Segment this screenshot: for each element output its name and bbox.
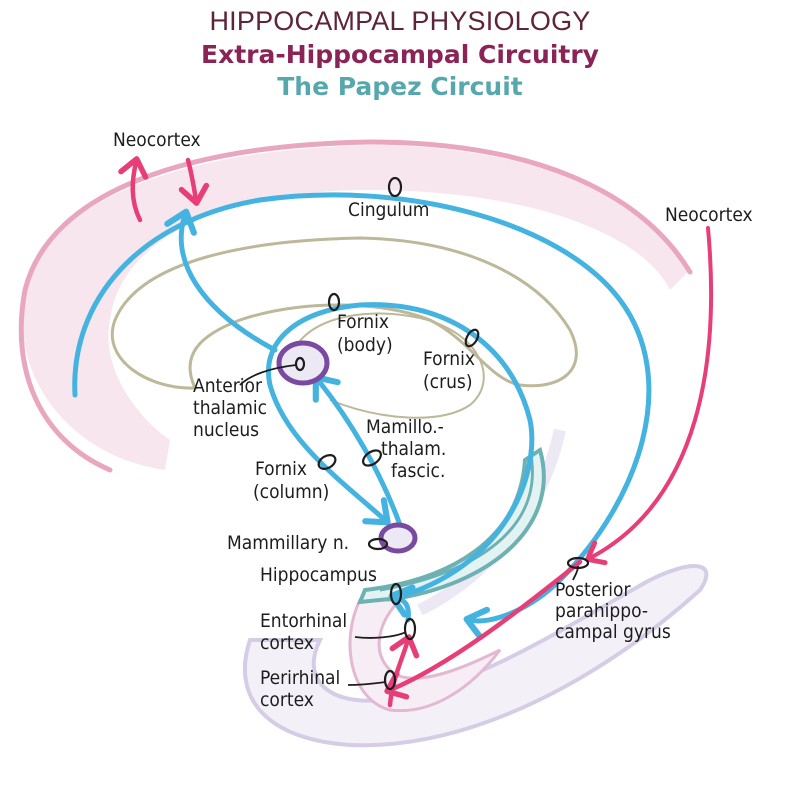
marker-rings <box>294 176 590 691</box>
mammillary-marker <box>367 537 389 551</box>
mamillothalamic-pathway <box>312 374 403 528</box>
cingulate-outline <box>18 139 693 473</box>
parahippocampal-leader <box>572 565 579 581</box>
label-mamillothalamic-fasciculus: Mamillo.-thalam.fascic. <box>366 416 446 482</box>
perirhinal-marker <box>383 669 397 691</box>
neocortex-right-pathway <box>585 226 714 566</box>
label-fornix-column: Fornix(column) <box>253 458 329 503</box>
fornix-column-marker <box>317 454 337 470</box>
neocortex-in-arrow <box>178 157 210 206</box>
fornix-pathway <box>266 302 535 598</box>
anterior-thalamic-leader <box>239 364 297 386</box>
corpus-callosum-outline <box>110 236 578 390</box>
label-cingulum: Cingulum <box>348 199 429 221</box>
entorhinal-leader <box>354 631 407 639</box>
parahippocampal-pathway <box>384 559 583 700</box>
hippocampus-marker <box>389 582 403 606</box>
label-fornix-crus: Fornix(crus) <box>423 348 475 393</box>
cingulum-marker <box>387 176 403 198</box>
neocortex-out-arrow <box>118 156 149 223</box>
perforant-pathway <box>388 584 416 623</box>
perirhinal-to-entorhinal-pathway <box>387 634 420 708</box>
label-hippocampus: Hippocampus <box>260 564 377 586</box>
mamillothalamic-marker <box>362 449 382 467</box>
fornix-inner-outline <box>289 312 485 419</box>
page-subtitle: Extra-Hippocampal Circuitry <box>201 40 599 69</box>
hippocampus-band-line <box>379 449 534 592</box>
label-fornix-body: Fornix(body) <box>337 311 393 356</box>
parahippocampal-region <box>243 564 709 748</box>
cingulate-gyrus <box>21 145 691 470</box>
label-mammillary-nucleus: Mammillary n. <box>227 532 349 554</box>
thalamocingulate-pathway <box>164 208 278 353</box>
page-title: HIPPOCAMPAL PHYSIOLOGY <box>209 6 591 36</box>
anterior-thalamic-marker <box>294 356 306 372</box>
entorhinal-marker <box>403 617 417 641</box>
mammillary-nucleus <box>378 522 418 554</box>
label-neocortex-right: Neocortex <box>665 204 753 226</box>
section-title: The Papez Circuit <box>277 72 523 101</box>
fornix-crus-marker <box>464 328 480 348</box>
leader-lines <box>239 364 579 686</box>
label-neocortex-left: Neocortex <box>113 129 201 151</box>
perirhinal-leader <box>347 681 387 686</box>
fornix-body-marker <box>327 292 341 312</box>
